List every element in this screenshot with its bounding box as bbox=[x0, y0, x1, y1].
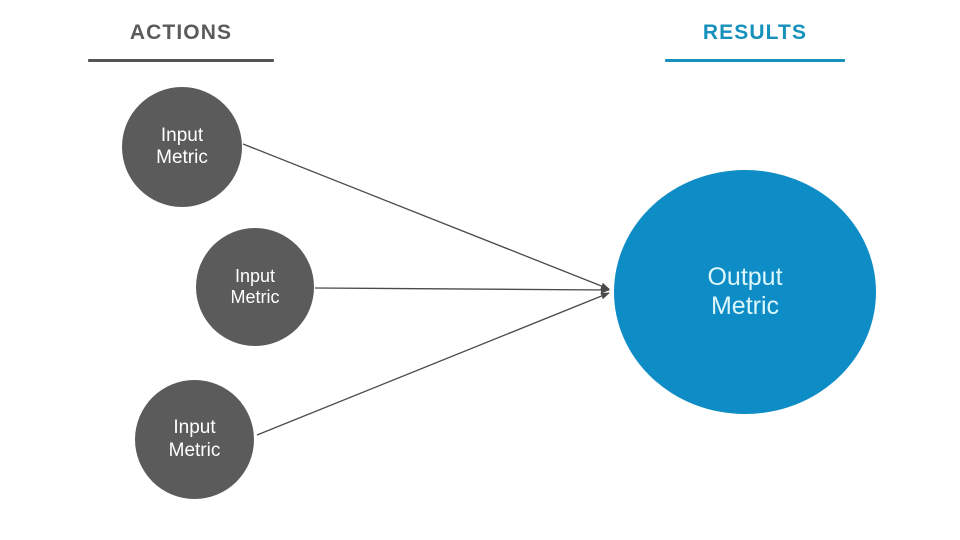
node-input-metric-3[interactable]: Input Metric bbox=[135, 380, 254, 499]
node-input-metric-2[interactable]: Input Metric bbox=[196, 228, 314, 346]
node-input-metric-1[interactable]: Input Metric bbox=[122, 87, 242, 207]
column-header-actions: ACTIONS bbox=[88, 22, 274, 62]
column-header-actions-rule bbox=[88, 59, 274, 62]
edge-input-2-to-output bbox=[314, 286, 610, 294]
column-header-results-label: RESULTS bbox=[702, 21, 808, 44]
node-input-metric-1-label: Input Metric bbox=[156, 124, 208, 168]
node-output-metric[interactable]: Output Metric bbox=[614, 170, 876, 414]
edge-input-3-to-output bbox=[256, 292, 610, 436]
column-header-results-rule bbox=[665, 59, 845, 62]
column-header-actions-label: ACTIONS bbox=[129, 21, 233, 44]
node-output-metric-label: Output Metric bbox=[707, 262, 783, 321]
node-input-metric-2-label: Input Metric bbox=[230, 265, 280, 307]
node-input-metric-3-label: Input Metric bbox=[168, 417, 221, 461]
column-header-results: RESULTS bbox=[665, 22, 845, 62]
